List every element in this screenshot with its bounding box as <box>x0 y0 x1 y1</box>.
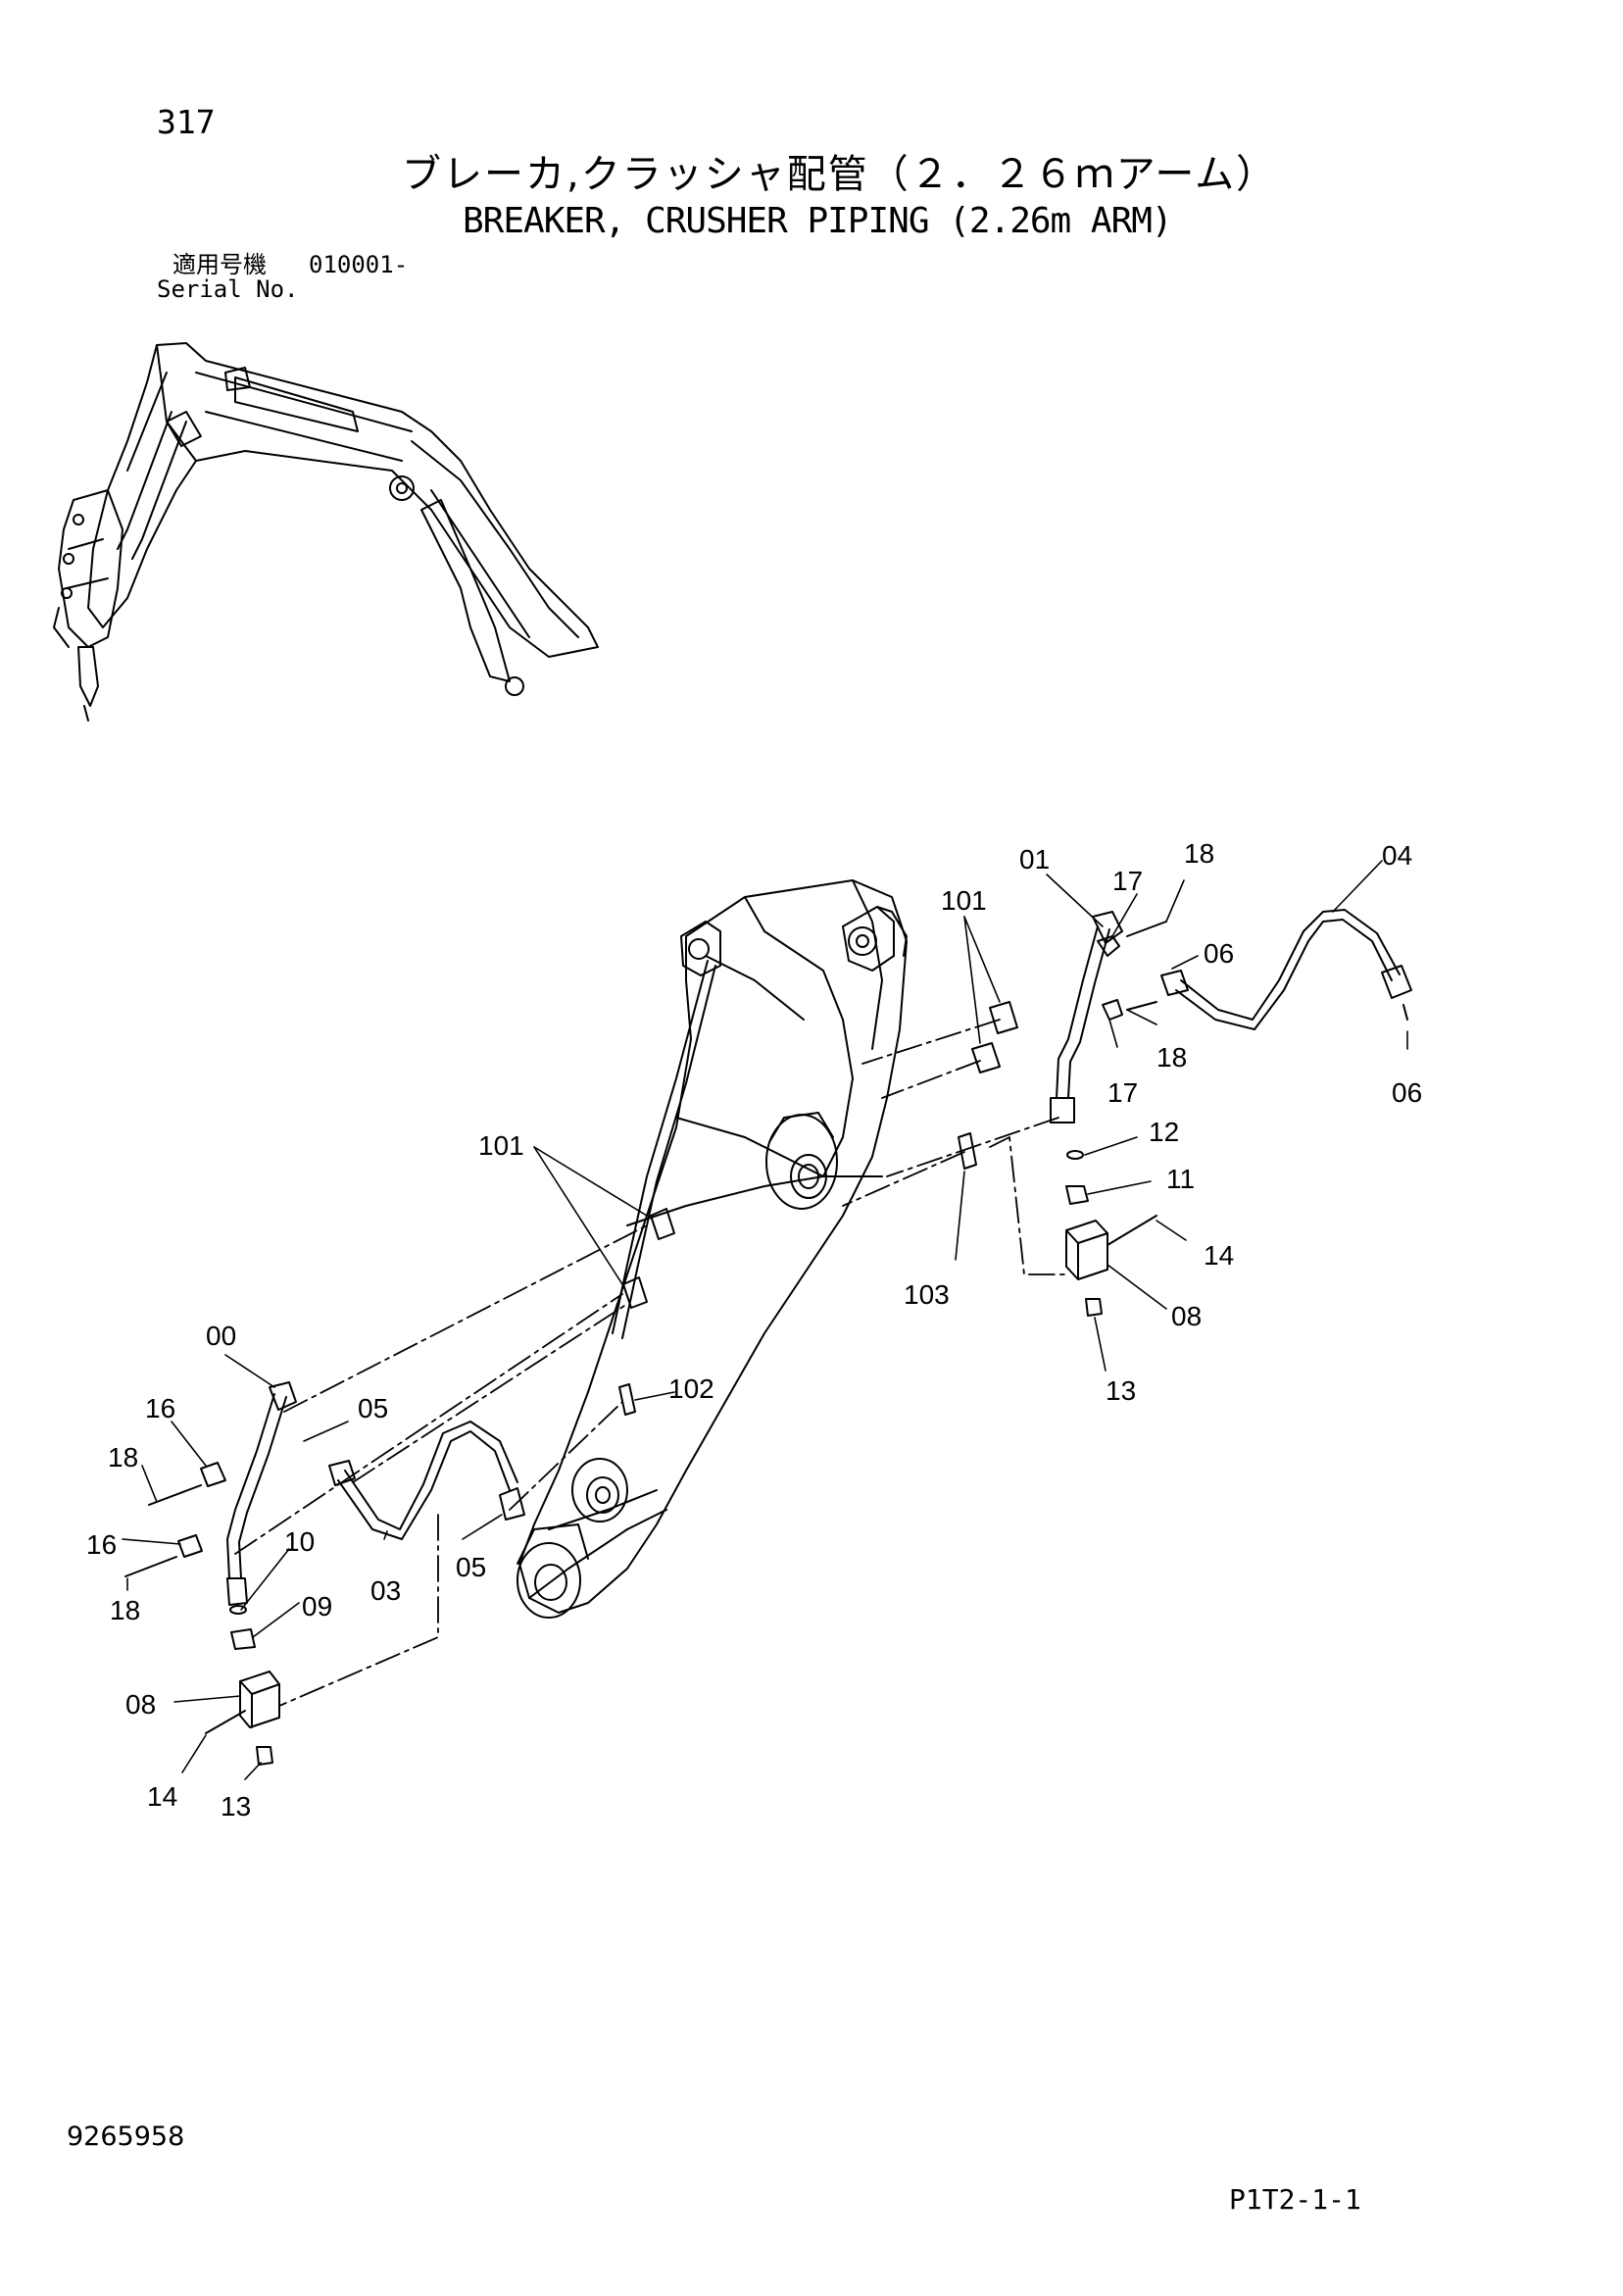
page-title-english: BREAKER, CRUSHER PIPING (2.26m ARM) <box>463 201 1173 241</box>
serial-label-japanese: 適用号機 <box>172 251 267 278</box>
callout-10: 10 <box>284 1526 315 1557</box>
callout-14: 14 <box>147 1781 177 1812</box>
callout-11: 11 <box>1166 1164 1195 1194</box>
callout-00: 00 <box>206 1321 236 1351</box>
callout-103: 103 <box>904 1279 950 1310</box>
callout-17: 17 <box>1112 866 1143 896</box>
callout-14: 14 <box>1204 1240 1234 1271</box>
callout-18: 18 <box>110 1595 140 1625</box>
sheet-code: P1T2-1-1 <box>1229 2183 1361 2216</box>
callout-18: 18 <box>108 1442 138 1472</box>
page-number: 317 <box>157 103 216 141</box>
callout-05: 05 <box>358 1393 388 1423</box>
page-title-japanese: ブレーカ,クラッシャ配管（２．２６ｍアーム） <box>402 152 1278 197</box>
left-side-piping <box>124 1208 675 1766</box>
callout-05: 05 <box>456 1552 486 1582</box>
alignment-lines <box>234 1019 1067 1707</box>
callout-04: 04 <box>1382 840 1412 871</box>
callout-08: 08 <box>125 1689 156 1720</box>
callout-labels: 01 18 04 17 101 06 18 17 06 12 101 11 14… <box>86 838 1422 1822</box>
callout-12: 12 <box>1149 1117 1179 1147</box>
callout-01: 01 <box>1019 844 1050 874</box>
arm-structure <box>516 879 908 1619</box>
callout-13: 13 <box>221 1791 251 1822</box>
callout-03: 03 <box>370 1575 401 1606</box>
callout-18: 18 <box>1156 1042 1187 1073</box>
callout-09: 09 <box>302 1591 332 1622</box>
callout-102: 102 <box>668 1373 714 1404</box>
leader-lines <box>122 860 1408 1780</box>
callout-101: 101 <box>941 885 987 916</box>
callout-16: 16 <box>145 1393 175 1423</box>
callout-101: 101 <box>478 1130 524 1161</box>
document-number: 9265958 <box>67 2121 185 2152</box>
serial-label-english: Serial No. <box>157 275 299 303</box>
callout-06: 06 <box>1392 1077 1422 1108</box>
right-side-piping <box>958 909 1412 1317</box>
callout-13: 13 <box>1106 1375 1136 1406</box>
callout-06: 06 <box>1204 938 1234 969</box>
callout-17: 17 <box>1107 1077 1138 1108</box>
overview-machine-illustration <box>53 342 599 722</box>
callout-08: 08 <box>1171 1301 1202 1331</box>
callout-18: 18 <box>1184 838 1214 869</box>
serial-number-value: 010001- <box>309 251 409 278</box>
callout-16: 16 <box>86 1529 117 1560</box>
